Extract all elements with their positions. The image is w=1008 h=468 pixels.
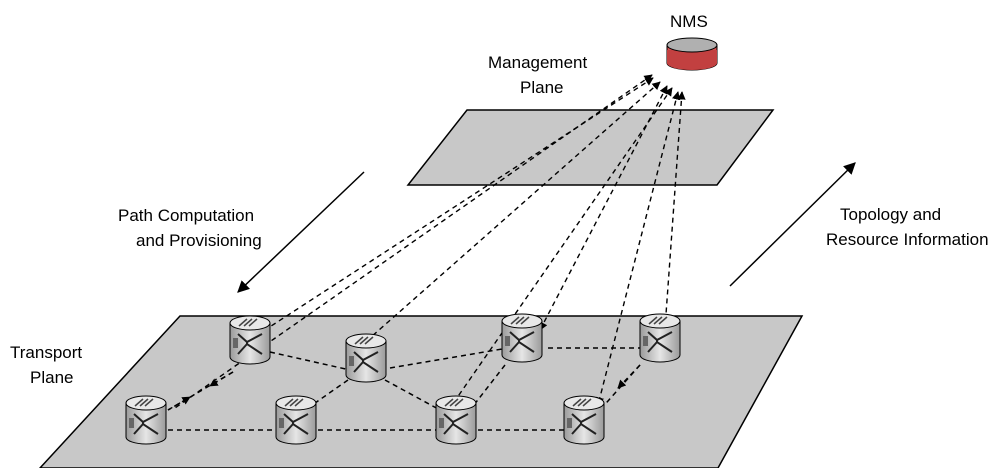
link-s2-s7 — [384, 379, 441, 411]
s5-s1-arrow — [167, 396, 191, 411]
transport-plane — [38, 315, 804, 468]
transport-plane-label-1: Transport — [10, 343, 82, 362]
management-plane-label-2: Plane — [520, 78, 563, 97]
switch-s8-icon — [563, 395, 605, 445]
topology-label-2: Resource Information — [826, 230, 989, 249]
management-links — [174, 74, 686, 409]
s1-s5-arrow — [209, 371, 234, 387]
switch-s5-icon — [125, 395, 167, 445]
topology-arrow — [729, 162, 856, 287]
nms-label: NMS — [670, 12, 708, 31]
path-computation-label-1: Path Computation — [118, 206, 254, 225]
switch-s1-icon — [229, 315, 271, 365]
link-s1-s2 — [269, 351, 351, 371]
switch-s4-icon — [639, 313, 681, 363]
transport-arrowheads — [167, 364, 641, 411]
transport-plane-label-2: Plane — [30, 368, 73, 387]
mgmt-link-s5 — [174, 74, 653, 409]
topology-label-1: Topology and — [840, 205, 941, 224]
management-plane — [406, 109, 775, 186]
switch-nodes — [125, 313, 681, 445]
path-computation-label-2: and Provisioning — [136, 231, 262, 250]
switch-s2-icon — [345, 333, 387, 383]
path-computation-arrow — [237, 171, 365, 293]
management-plane-label-1: Management — [488, 53, 588, 72]
nms-database-icon — [666, 37, 718, 71]
switch-s6-icon — [275, 395, 317, 445]
switch-s7-icon — [435, 395, 477, 445]
switch-s3-icon — [501, 313, 543, 363]
